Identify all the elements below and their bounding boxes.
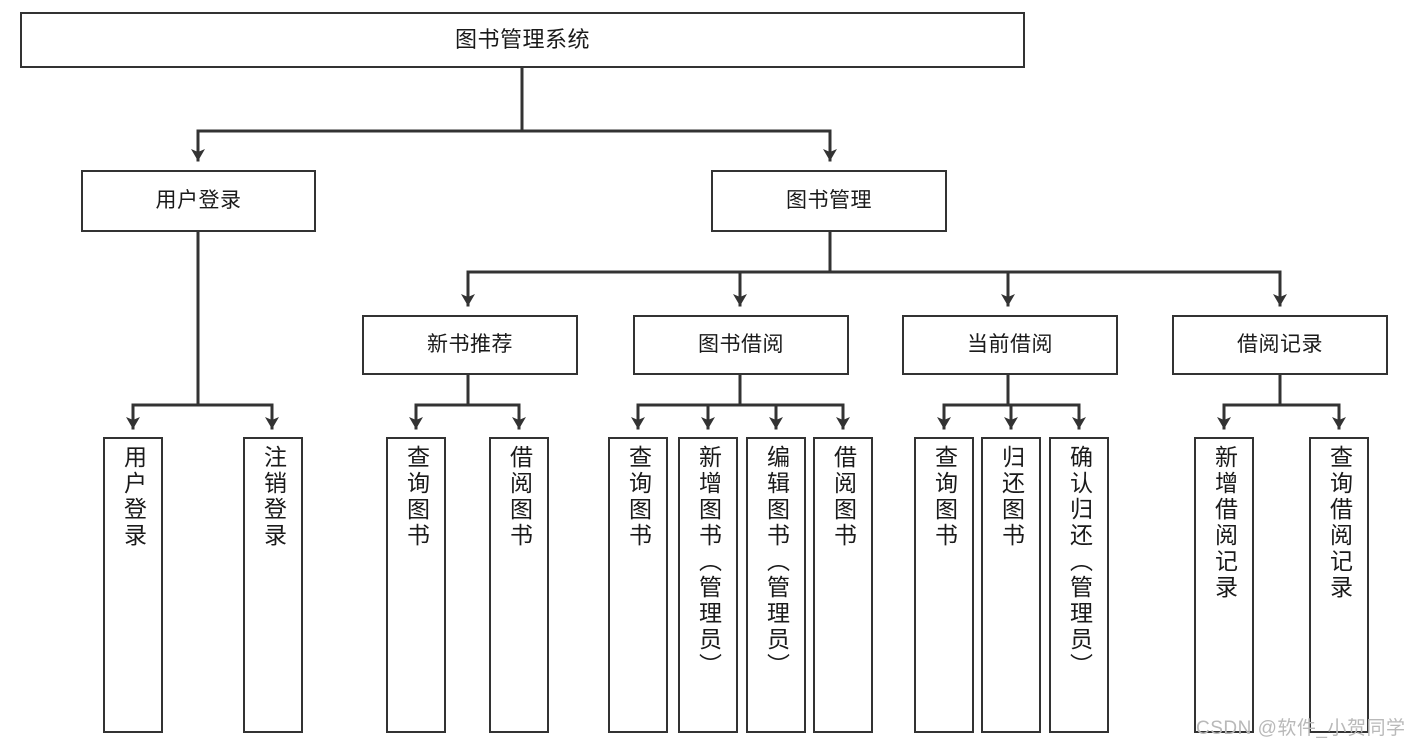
node-label: 图书借阅 (698, 332, 784, 356)
node-root-system[interactable]: 图书管理系统 (20, 12, 1025, 68)
node-label: 新增图书（管理员） (695, 445, 722, 679)
node-label: 用户登录 (120, 445, 147, 549)
node-leaf-return-book[interactable]: 归还图书 (981, 437, 1041, 733)
node-book-borrow[interactable]: 图书借阅 (633, 315, 849, 375)
node-label: 新书推荐 (427, 332, 513, 356)
node-leaf-query-book-current[interactable]: 查询图书 (914, 437, 974, 733)
node-book-management[interactable]: 图书管理 (711, 170, 947, 232)
node-label: 图书管理系统 (454, 27, 590, 53)
node-label: 查询图书 (625, 445, 652, 549)
node-leaf-query-borrow-record[interactable]: 查询借阅记录 (1309, 437, 1369, 733)
node-label: 借阅图书 (506, 445, 533, 549)
csdn-watermark: CSDN @软件_小贺同学 (1196, 718, 1405, 739)
node-borrow-record[interactable]: 借阅记录 (1172, 315, 1388, 375)
node-label: 借阅图书 (830, 445, 857, 549)
node-leaf-query-book-borrow[interactable]: 查询图书 (608, 437, 668, 733)
node-label: 借阅记录 (1237, 332, 1323, 356)
node-new-book-recommend[interactable]: 新书推荐 (362, 315, 578, 375)
node-leaf-confirm-return[interactable]: 确认归还（管理员） (1049, 437, 1109, 733)
node-label: 查询借阅记录 (1326, 445, 1353, 601)
node-current-borrow[interactable]: 当前借阅 (902, 315, 1118, 375)
node-label: 当前借阅 (967, 332, 1053, 356)
node-leaf-add-book[interactable]: 新增图书（管理员） (678, 437, 738, 733)
node-label: 查询图书 (931, 445, 958, 549)
node-label: 图书管理 (786, 188, 872, 212)
node-label: 查询图书 (403, 445, 430, 549)
node-leaf-user-login[interactable]: 用户登录 (103, 437, 163, 733)
node-label: 确认归还（管理员） (1066, 445, 1093, 679)
node-label: 新增借阅记录 (1211, 445, 1238, 601)
node-leaf-add-borrow-record[interactable]: 新增借阅记录 (1194, 437, 1254, 733)
node-leaf-logout-login[interactable]: 注销登录 (243, 437, 303, 733)
node-label: 编辑图书（管理员） (763, 445, 790, 679)
node-label: 用户登录 (155, 188, 242, 212)
node-leaf-borrow-book[interactable]: 借阅图书 (813, 437, 873, 733)
node-leaf-query-book-recommend[interactable]: 查询图书 (386, 437, 446, 733)
node-label: 注销登录 (260, 445, 287, 549)
node-leaf-edit-book[interactable]: 编辑图书（管理员） (746, 437, 806, 733)
node-label: 归还图书 (998, 445, 1025, 549)
node-leaf-borrow-book-recommend[interactable]: 借阅图书 (489, 437, 549, 733)
node-user-login[interactable]: 用户登录 (81, 170, 316, 232)
